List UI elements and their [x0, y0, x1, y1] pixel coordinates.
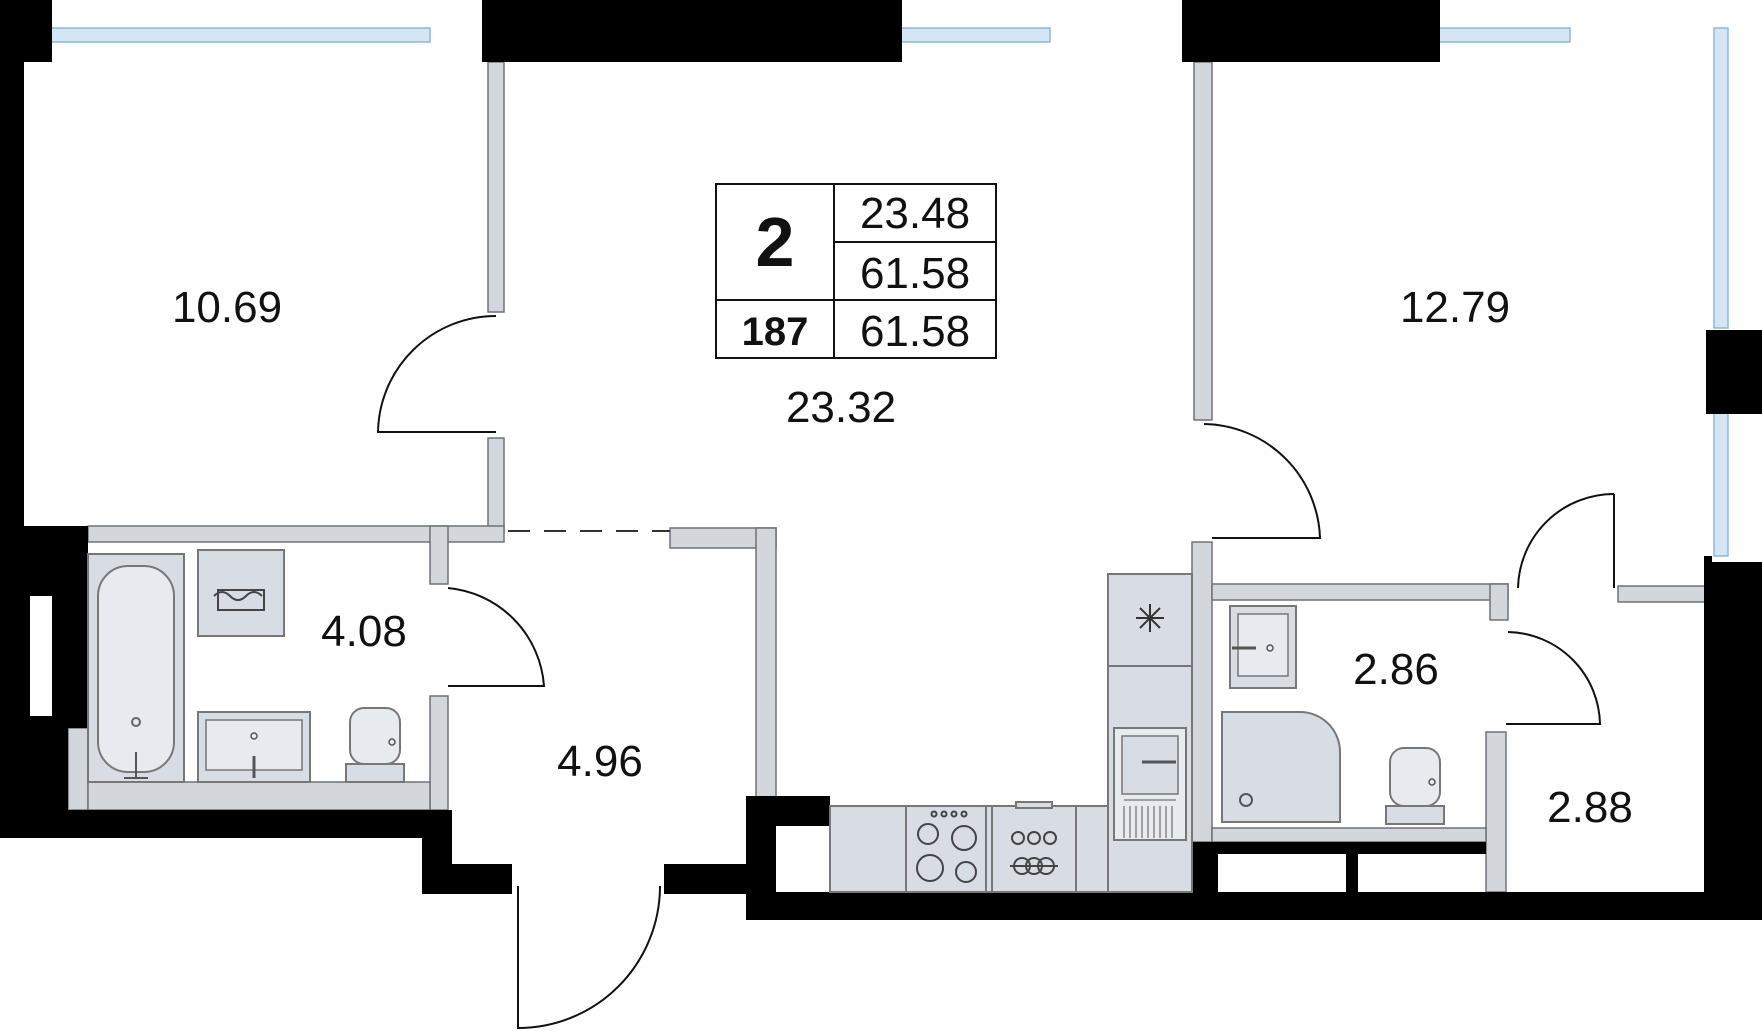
shower-icon	[1221, 711, 1341, 823]
partition-bath-door-stub	[429, 525, 449, 585]
door-shower	[1506, 631, 1602, 725]
area-living-room: 23.32	[786, 383, 896, 432]
partition-kitchen-right	[1191, 541, 1213, 843]
wall-bottom-left	[0, 810, 448, 838]
wall-entry-right-col-2	[746, 796, 776, 894]
wall-bottom-storage-1	[1192, 842, 1218, 920]
wall-top-left-corner	[0, 0, 52, 62]
washing-machine-icon	[197, 549, 285, 637]
windows	[49, 27, 1729, 557]
partition-storage-top	[1617, 585, 1711, 603]
kitchen-sink-icon	[1113, 727, 1187, 841]
wall-bottom-step-2	[422, 864, 512, 894]
wall-right-pier	[1706, 330, 1762, 414]
area-shower-room: 2.86	[1353, 645, 1439, 694]
walls	[0, 0, 1762, 920]
bathtub-icon	[87, 553, 185, 783]
wall-top-pillar-1	[482, 0, 902, 62]
area-hallway: 4.96	[557, 737, 643, 786]
wall-top-pillar-2	[1182, 0, 1440, 62]
toilet-icon	[345, 707, 405, 783]
apartment-number: 187	[742, 310, 809, 354]
door-bedroom-right	[1203, 423, 1322, 539]
wall-bottom-storage-2	[1346, 842, 1358, 920]
wall-left-jamb	[0, 596, 30, 716]
sink-icon	[1229, 605, 1297, 689]
partition-storage-left	[1485, 731, 1507, 893]
area-bedroom-right: 12.79	[1400, 283, 1510, 332]
info-table-frame	[715, 183, 997, 359]
rooms-count: 2	[756, 203, 795, 281]
wall-bottom-main	[746, 892, 1708, 920]
door-bedroom-left	[376, 315, 497, 433]
wall-left-bottom	[0, 716, 88, 728]
doors	[376, 315, 1615, 1030]
wall-left-top	[0, 62, 24, 532]
area-bedroom-left: 10.69	[172, 283, 282, 332]
wall-left-step	[0, 526, 88, 596]
door-bathroom	[447, 587, 546, 687]
wall-left-recess	[52, 596, 88, 728]
total-area-alt-value: 61.58	[860, 307, 970, 356]
info-table: 2 187 23.48 61.58 61.58	[715, 183, 997, 359]
total-area-value: 61.58	[860, 249, 970, 298]
wall-bottom-storage-3	[1194, 842, 1486, 854]
partition-bath-right	[429, 695, 449, 811]
door-entry	[517, 885, 661, 1030]
partition-bath-left	[67, 727, 89, 811]
area-bathroom: 4.08	[321, 607, 407, 656]
partition-bath-bottom	[87, 781, 431, 811]
partition-bedroom-left-upper	[487, 61, 505, 313]
door-storage	[1517, 493, 1615, 589]
snowflake-icon	[1136, 604, 1164, 632]
partition-bedroom-left-lower	[487, 437, 505, 533]
stove-icon	[905, 805, 987, 893]
partition-shower-bottom	[1211, 827, 1487, 843]
partition-hall-right	[755, 527, 777, 799]
living-area-value: 23.48	[860, 189, 970, 238]
partition-shower-stub	[1489, 583, 1509, 621]
area-storage: 2.88	[1547, 783, 1633, 832]
dishwasher-icon	[991, 801, 1077, 893]
wall-left-lower	[0, 728, 68, 810]
wall-entry-right	[664, 864, 754, 894]
wall-right-lower-thin	[1704, 556, 1712, 920]
toilet-icon	[1385, 747, 1445, 825]
window-top-left	[49, 27, 431, 43]
wall-right-lower	[1706, 562, 1762, 920]
partition-bedroom-right	[1193, 61, 1213, 421]
partition-shower-top	[1211, 583, 1509, 601]
window-right-upper	[1713, 27, 1729, 329]
sink-icon	[197, 711, 311, 783]
